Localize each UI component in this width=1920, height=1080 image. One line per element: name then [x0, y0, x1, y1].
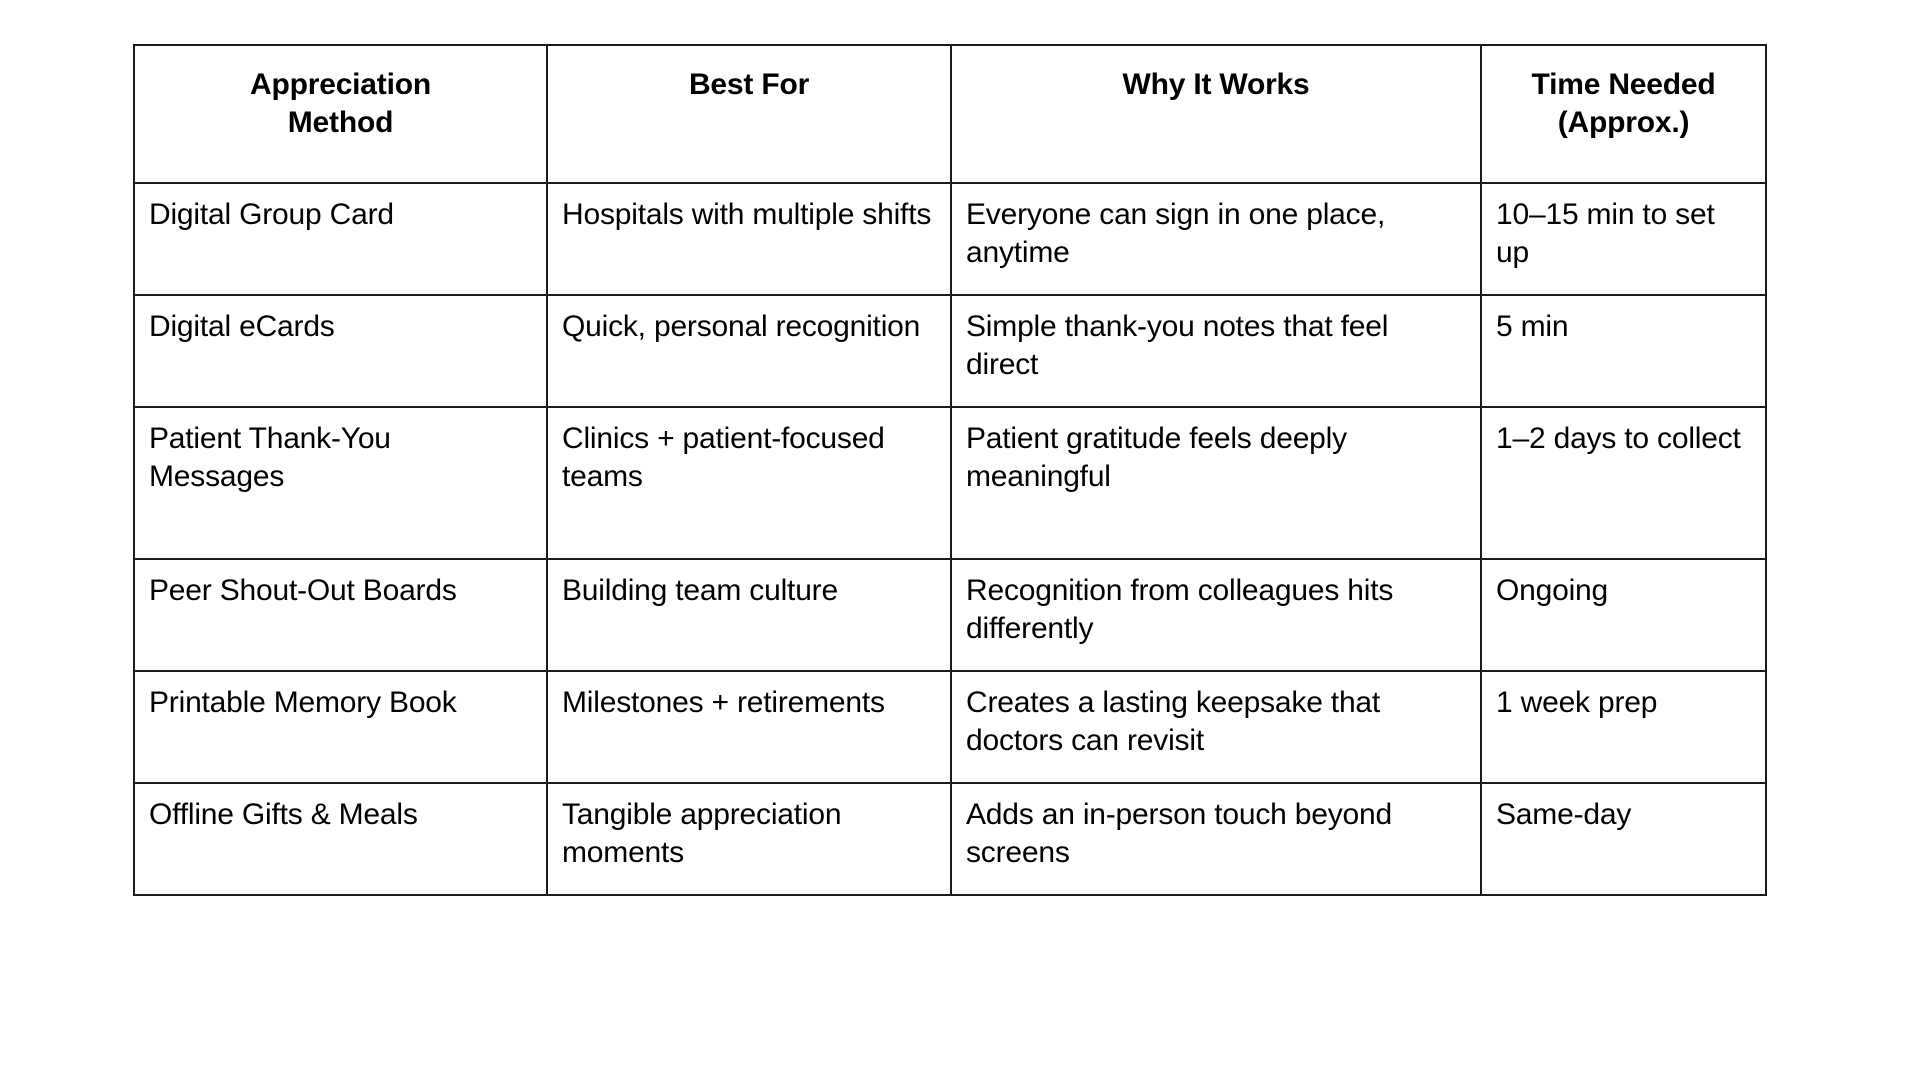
table-body: Digital Group Card Hospitals with multip…: [133, 182, 1767, 896]
cell-appreciation-method: Patient Thank-You Messages: [133, 406, 548, 560]
cell-text: Printable Memory Book: [149, 686, 457, 719]
cell-why-it-works: Recognition from colleagues hits differe…: [950, 558, 1482, 672]
cell-time-needed: Same-day: [1480, 782, 1767, 896]
column-header-line: Why It Works: [1122, 68, 1310, 101]
column-header-best-for: Best For: [546, 44, 952, 184]
table-row: Patient Thank-You Messages Clinics + pat…: [133, 406, 1767, 560]
cell-text: 10–15 min to set up: [1496, 198, 1715, 270]
cell-best-for: Milestones + retirements: [546, 670, 952, 784]
cell-appreciation-method: Digital eCards: [133, 294, 548, 408]
cell-text: 5 min: [1496, 310, 1569, 343]
cell-text: Peer Shout-Out Boards: [149, 574, 457, 607]
column-header-line: (Approx.): [1557, 106, 1690, 140]
cell-text: Digital Group Card: [149, 198, 394, 231]
table-row: Peer Shout-Out Boards Building team cult…: [133, 558, 1767, 672]
cell-time-needed: Ongoing: [1480, 558, 1767, 672]
cell-appreciation-method: Offline Gifts & Meals: [133, 782, 548, 896]
cell-text: Adds an in-person touch beyond screens: [966, 798, 1392, 870]
column-header-line: Time Needed: [1531, 68, 1716, 101]
table-row: Digital Group Card Hospitals with multip…: [133, 182, 1767, 296]
cell-text: Creates a lasting keepsake that doctors …: [966, 686, 1381, 758]
cell-text: Tangible appreciation moments: [562, 798, 842, 870]
cell-text: Same-day: [1496, 798, 1632, 831]
cell-text: Milestones + retirements: [562, 686, 885, 719]
cell-time-needed: 1–2 days to collect: [1480, 406, 1767, 560]
column-header-line: Best For: [688, 68, 810, 101]
cell-appreciation-method: Printable Memory Book: [133, 670, 548, 784]
cell-text: Building team culture: [562, 574, 838, 607]
cell-why-it-works: Everyone can sign in one place, anytime: [950, 182, 1482, 296]
appreciation-methods-table-container: Appreciation Method Best For Why It Work…: [133, 44, 1767, 896]
cell-best-for: Quick, personal recognition: [546, 294, 952, 408]
column-header-time-needed: Time Needed (Approx.): [1480, 44, 1767, 184]
cell-text: Everyone can sign in one place, anytime: [966, 198, 1386, 270]
cell-text: Hospitals with multiple shifts: [562, 198, 932, 231]
column-header-line: Method: [287, 106, 394, 140]
column-header-appreciation-method: Appreciation Method: [133, 44, 548, 184]
cell-time-needed: 1 week prep: [1480, 670, 1767, 784]
cell-why-it-works: Creates a lasting keepsake that doctors …: [950, 670, 1482, 784]
cell-text: Patient Thank-You Messages: [149, 422, 391, 494]
cell-best-for: Building team culture: [546, 558, 952, 672]
cell-text: Recognition from colleagues hits differe…: [966, 574, 1394, 646]
cell-appreciation-method: Digital Group Card: [133, 182, 548, 296]
cell-appreciation-method: Peer Shout-Out Boards: [133, 558, 548, 672]
cell-why-it-works: Patient gratitude feels deeply meaningfu…: [950, 406, 1482, 560]
appreciation-methods-table: Appreciation Method Best For Why It Work…: [133, 44, 1767, 896]
column-header-line: Appreciation: [250, 68, 431, 101]
cell-text: 1 week prep: [1496, 686, 1658, 719]
table-header: Appreciation Method Best For Why It Work…: [133, 44, 1767, 184]
cell-time-needed: 10–15 min to set up: [1480, 182, 1767, 296]
table-header-row: Appreciation Method Best For Why It Work…: [133, 44, 1767, 184]
cell-why-it-works: Adds an in-person touch beyond screens: [950, 782, 1482, 896]
cell-best-for: Clinics + patient-focused teams: [546, 406, 952, 560]
column-header-why-it-works: Why It Works: [950, 44, 1482, 184]
table-row: Printable Memory Book Milestones + retir…: [133, 670, 1767, 784]
table-row: Digital eCards Quick, personal recogniti…: [133, 294, 1767, 408]
cell-text: Patient gratitude feels deeply meaningfu…: [966, 422, 1347, 494]
cell-text: 1–2 days to collect: [1496, 422, 1741, 455]
table-row: Offline Gifts & Meals Tangible appreciat…: [133, 782, 1767, 896]
cell-time-needed: 5 min: [1480, 294, 1767, 408]
cell-best-for: Hospitals with multiple shifts: [546, 182, 952, 296]
cell-text: Clinics + patient-focused teams: [562, 422, 885, 494]
cell-why-it-works: Simple thank-you notes that feel direct: [950, 294, 1482, 408]
cell-text: Digital eCards: [149, 310, 335, 343]
cell-text: Quick, personal recognition: [562, 310, 921, 343]
cell-text: Simple thank-you notes that feel direct: [966, 310, 1389, 382]
cell-text: Offline Gifts & Meals: [149, 798, 418, 831]
cell-text: Ongoing: [1496, 574, 1609, 607]
cell-best-for: Tangible appreciation moments: [546, 782, 952, 896]
